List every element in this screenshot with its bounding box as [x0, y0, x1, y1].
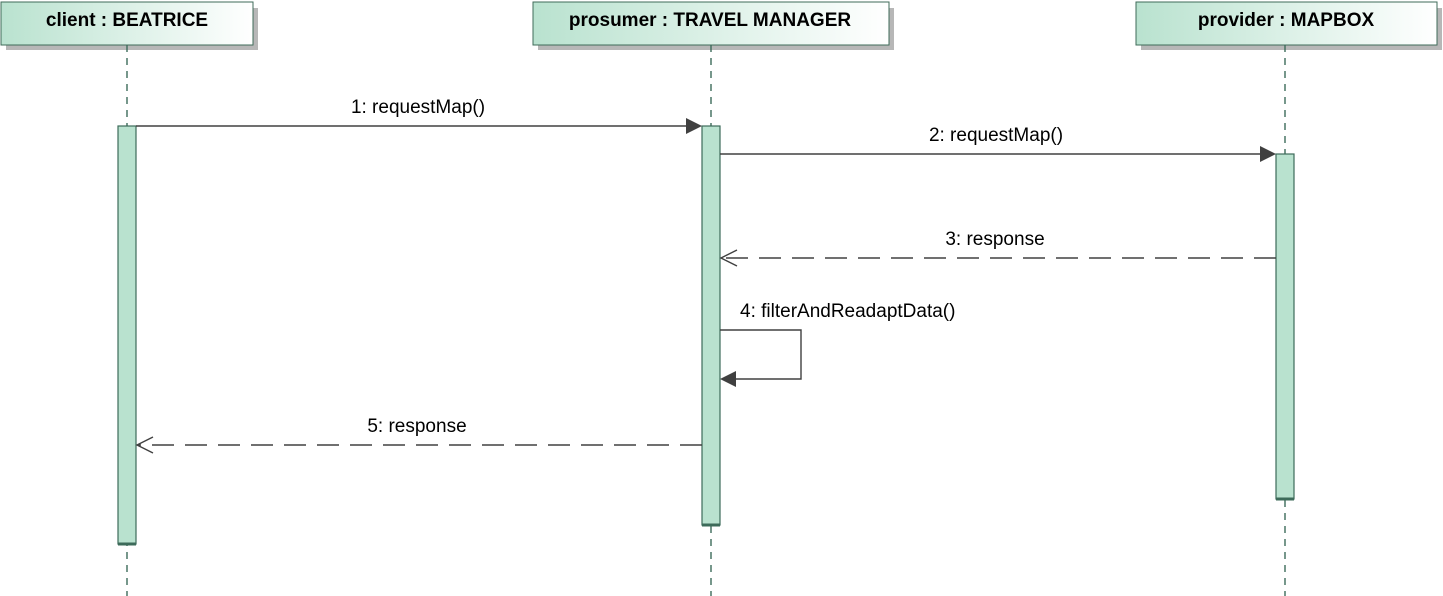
lifeline-prosumer-header[interactable] — [532, 1, 890, 46]
message-2: 2: requestMap() — [720, 125, 1276, 162]
lifeline-provider-header[interactable] — [1135, 1, 1438, 46]
lifeline-prosumer-label: prosumer : TRAVEL MANAGER — [569, 10, 851, 31]
lifeline-provider: provider : MAPBOX — [1135, 1, 1442, 596]
message-4-label: 4: filterAndReadaptData() — [740, 301, 955, 322]
message-3-arrowhead — [719, 249, 738, 267]
message-3: 3: response — [719, 229, 1276, 267]
lifeline-client-label: client : BEATRICE — [46, 10, 208, 31]
message-2-arrowhead — [1260, 146, 1276, 162]
message-5-label: 5: response — [367, 416, 466, 437]
activation-prosumer — [701, 125, 721, 526]
message-5: 5: response — [135, 416, 702, 454]
lifeline-client-header[interactable] — [0, 1, 254, 46]
lifeline-provider-label: provider : MAPBOX — [1198, 10, 1375, 31]
message-1-label: 1: requestMap() — [351, 97, 485, 118]
lifeline-client: client : BEATRICE — [0, 1, 258, 596]
message-5-arrowhead — [135, 436, 154, 454]
lifeline-prosumer: prosumer : TRAVEL MANAGER — [532, 1, 894, 596]
message-1-arrowhead — [686, 118, 702, 134]
message-2-label: 2: requestMap() — [929, 125, 1063, 146]
activation-client — [117, 125, 137, 545]
message-4: 4: filterAndReadaptData() — [720, 301, 955, 387]
activation-provider — [1275, 153, 1295, 500]
message-4-line — [720, 329, 802, 380]
message-1: 1: requestMap() — [136, 97, 702, 134]
message-4-arrowhead — [720, 371, 736, 387]
message-3-label: 3: response — [945, 229, 1044, 250]
